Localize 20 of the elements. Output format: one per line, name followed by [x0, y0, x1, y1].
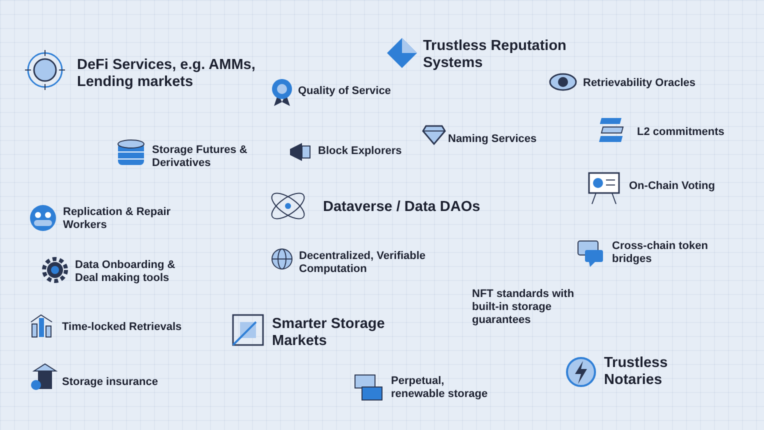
feature-label: Cross-chain token bridges	[612, 240, 709, 266]
feature-label: DeFi Services, e.g. AMMs, Lending markets	[77, 57, 256, 91]
feature-label: Quality of Service	[298, 85, 392, 98]
feature-label: Block Explorers	[318, 145, 403, 158]
feature-label: NFT standards with built-in storage guarantees	[472, 288, 576, 327]
feature-label: Storage insurance	[62, 376, 159, 389]
feature-label: Data Onboarding & Deal making tools	[75, 259, 176, 285]
feature-label: Decentralized, Verifiable Computation	[299, 250, 427, 276]
feature-label: Retrievability Oracles	[583, 77, 697, 90]
feature-label: Trustless Reputation Systems	[423, 38, 568, 72]
feature-label: On-Chain Voting	[629, 180, 716, 193]
feature-label: Storage Futures & Derivatives	[152, 144, 248, 170]
feature-label: L2 commitments	[637, 126, 726, 139]
feature-label: Naming Services	[448, 133, 538, 146]
feature-label: Trustless Notaries	[604, 355, 669, 389]
feature-label: Dataverse / Data DAOs	[323, 199, 482, 216]
feature-label: Time-locked Retrievals	[62, 321, 183, 334]
feature-label: Perpetual, renewable storage	[391, 375, 489, 401]
feature-label: Smarter Storage Markets	[272, 316, 386, 350]
feature-label: Replication & Repair Workers	[63, 206, 172, 232]
